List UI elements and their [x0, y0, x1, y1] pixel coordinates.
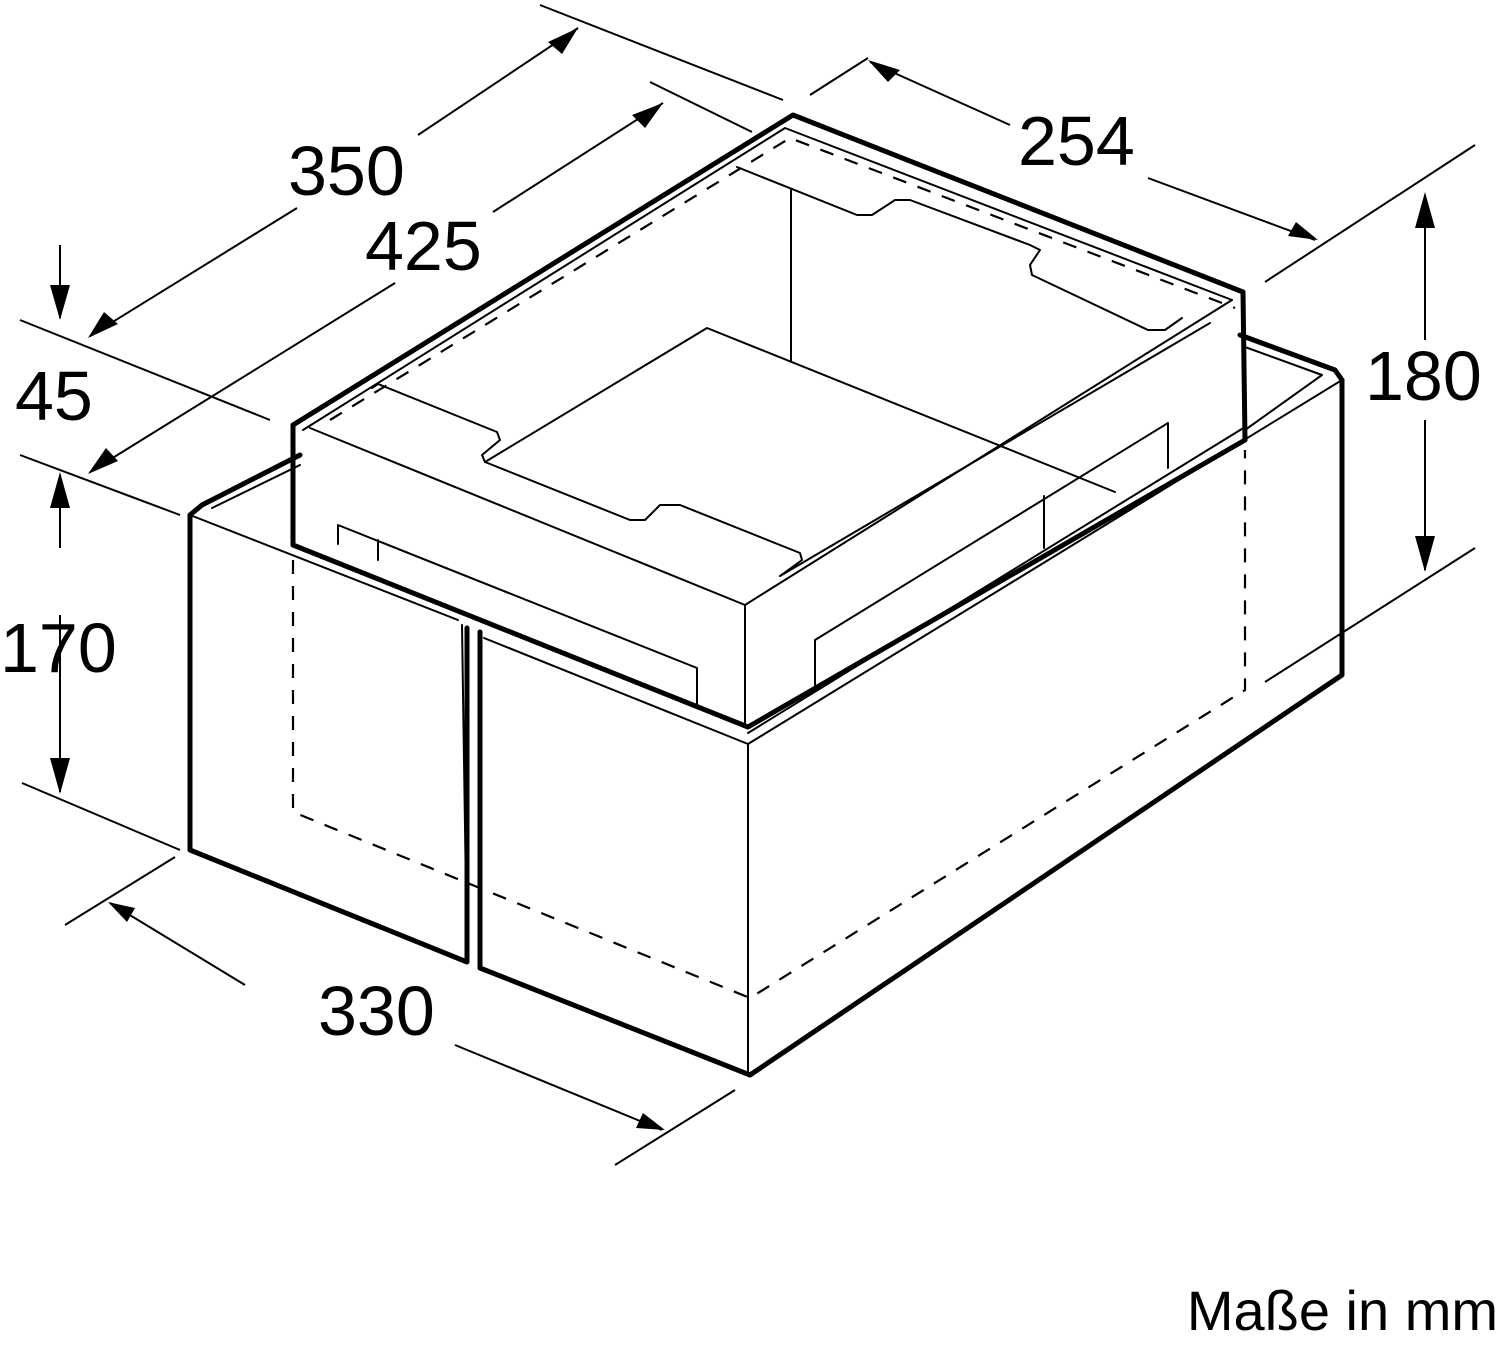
dimension-45: 45	[15, 245, 93, 435]
arrow-head-icon	[88, 312, 118, 338]
arrow-head-icon	[50, 285, 70, 320]
dim-label-170: 170	[0, 609, 117, 687]
dimension-330: 330	[64, 856, 736, 1166]
dimension-170: 170	[0, 472, 181, 851]
unit-note: Maße in mm	[1186, 1279, 1498, 1342]
lower-box	[187, 332, 1345, 1078]
dimension-350: 350	[19, 4, 784, 421]
arrow-head-icon	[632, 103, 663, 128]
dim-label-45: 45	[15, 357, 93, 435]
dim-label-330: 330	[318, 972, 435, 1050]
upper-box	[290, 112, 1248, 730]
dim-label-180: 180	[1365, 337, 1482, 415]
arrow-head-icon	[1415, 536, 1435, 572]
arrow-head-icon	[868, 60, 900, 82]
dim-label-350: 350	[288, 132, 405, 210]
dim-label-254: 254	[1018, 102, 1135, 180]
dimension-425: 425	[19, 81, 753, 516]
arrow-head-icon	[50, 758, 70, 794]
arrow-head-icon	[548, 28, 578, 54]
arrow-head-icon	[108, 902, 135, 922]
arrow-head-icon	[1288, 222, 1318, 240]
arrow-head-icon	[636, 1113, 665, 1130]
dimension-254: 254	[809, 57, 1476, 283]
arrow-head-icon	[1415, 192, 1435, 228]
dimension-180: 180	[1264, 192, 1482, 683]
arrow-head-icon	[50, 472, 70, 508]
dim-label-425: 425	[365, 207, 482, 285]
arrow-head-icon	[88, 448, 118, 474]
